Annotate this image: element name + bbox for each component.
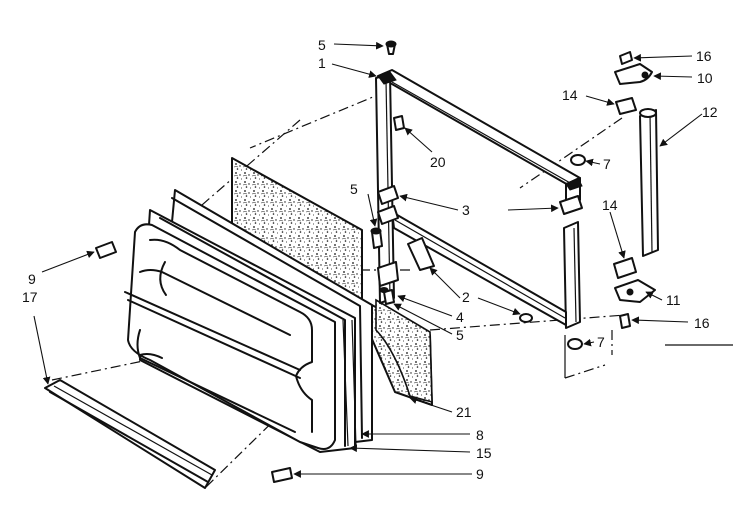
callout-21: 21 — [456, 404, 472, 420]
callout-3: 3 — [462, 202, 470, 218]
callout-14-bot: 14 — [602, 197, 618, 213]
callout-5-low: 5 — [456, 327, 464, 343]
door-shelf-bar — [44, 379, 216, 489]
callout-15: 15 — [476, 445, 492, 461]
callout-11: 11 — [666, 292, 681, 308]
callout-4: 4 — [456, 309, 464, 325]
callout-5-top: 5 — [318, 37, 326, 53]
callout-9-bot: 9 — [476, 466, 484, 482]
door-frame — [375, 69, 583, 329]
callout-5-mid: 5 — [350, 181, 358, 197]
callout-7-top: 7 — [603, 156, 611, 172]
hinge-parts — [613, 63, 659, 303]
callout-9-left: 9 — [28, 271, 36, 287]
fasteners — [95, 40, 633, 483]
callout-7-bot: 7 — [597, 334, 605, 350]
callout-20: 20 — [430, 154, 446, 170]
callout-labels: 5 1 20 5 3 7 14 16 10 12 14 11 16 2 4 5 … — [22, 37, 718, 482]
leader-lines — [33, 41, 703, 478]
callout-17: 17 — [22, 289, 38, 305]
callout-1: 1 — [318, 55, 326, 71]
callout-14-top: 14 — [562, 87, 578, 103]
callout-12: 12 — [702, 104, 718, 120]
callout-10: 10 — [697, 70, 713, 86]
callout-16-top: 16 — [696, 48, 712, 64]
callout-16-bot: 16 — [694, 315, 710, 331]
callout-2: 2 — [462, 289, 470, 305]
callout-8: 8 — [476, 427, 484, 443]
inner-door-liner — [124, 223, 336, 450]
